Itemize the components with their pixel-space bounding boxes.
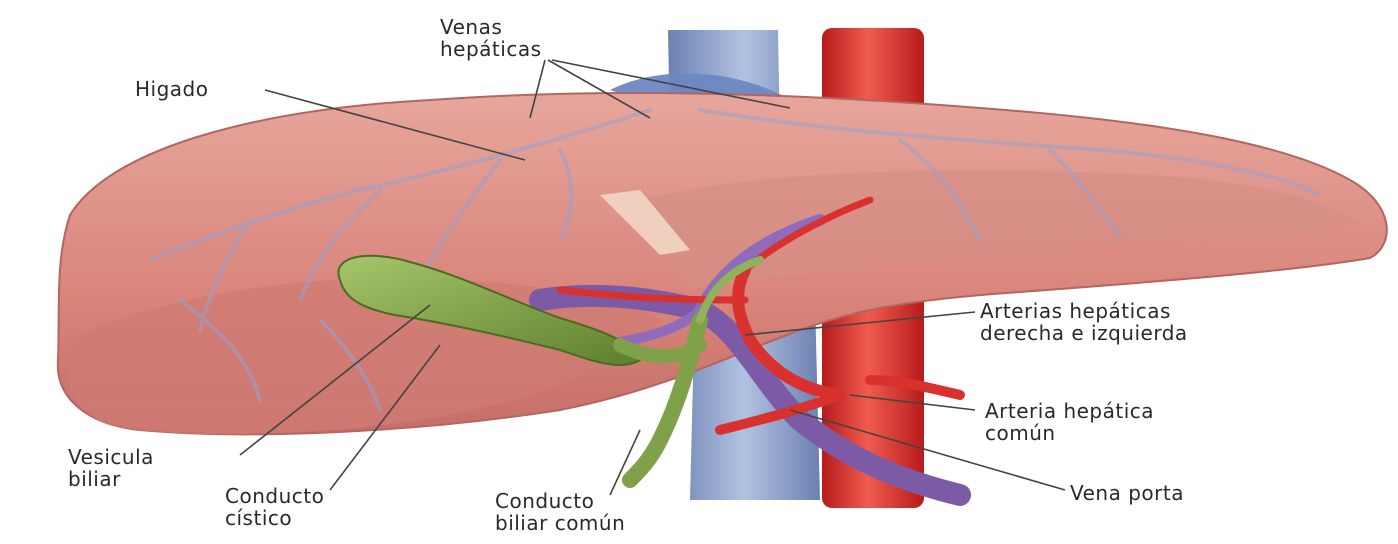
label-line: biliar común — [495, 512, 625, 534]
label-line: Arteria hepática — [985, 400, 1154, 422]
label-line: Vesicula — [68, 446, 154, 468]
label-line: derecha e izquierda — [980, 322, 1188, 344]
label-line: Vena porta — [1070, 482, 1184, 504]
label-line: biliar — [68, 468, 154, 490]
label-line: común — [985, 422, 1154, 444]
label-venas-hepaticas: Venas hepáticas — [440, 16, 542, 60]
label-conducto-cistico: Conducto cístico — [225, 485, 324, 529]
label-line: hepáticas — [440, 38, 542, 60]
label-line: Conducto — [495, 490, 625, 512]
label-vesicula-biliar: Vesicula biliar — [68, 446, 154, 490]
label-line: Venas — [440, 16, 542, 38]
label-conducto-biliar-comun: Conducto biliar común — [495, 490, 625, 534]
label-vena-porta: Vena porta — [1070, 482, 1184, 504]
label-line: Conducto — [225, 485, 324, 507]
label-arterias-hepaticas: Arterias hepáticas derecha e izquierda — [980, 300, 1188, 344]
label-line: Higado — [135, 78, 208, 100]
label-line: cístico — [225, 507, 324, 529]
label-line: Arterias hepáticas — [980, 300, 1188, 322]
label-arteria-hepatica-comun: Arteria hepática común — [985, 400, 1154, 444]
label-higado: Higado — [135, 78, 208, 100]
